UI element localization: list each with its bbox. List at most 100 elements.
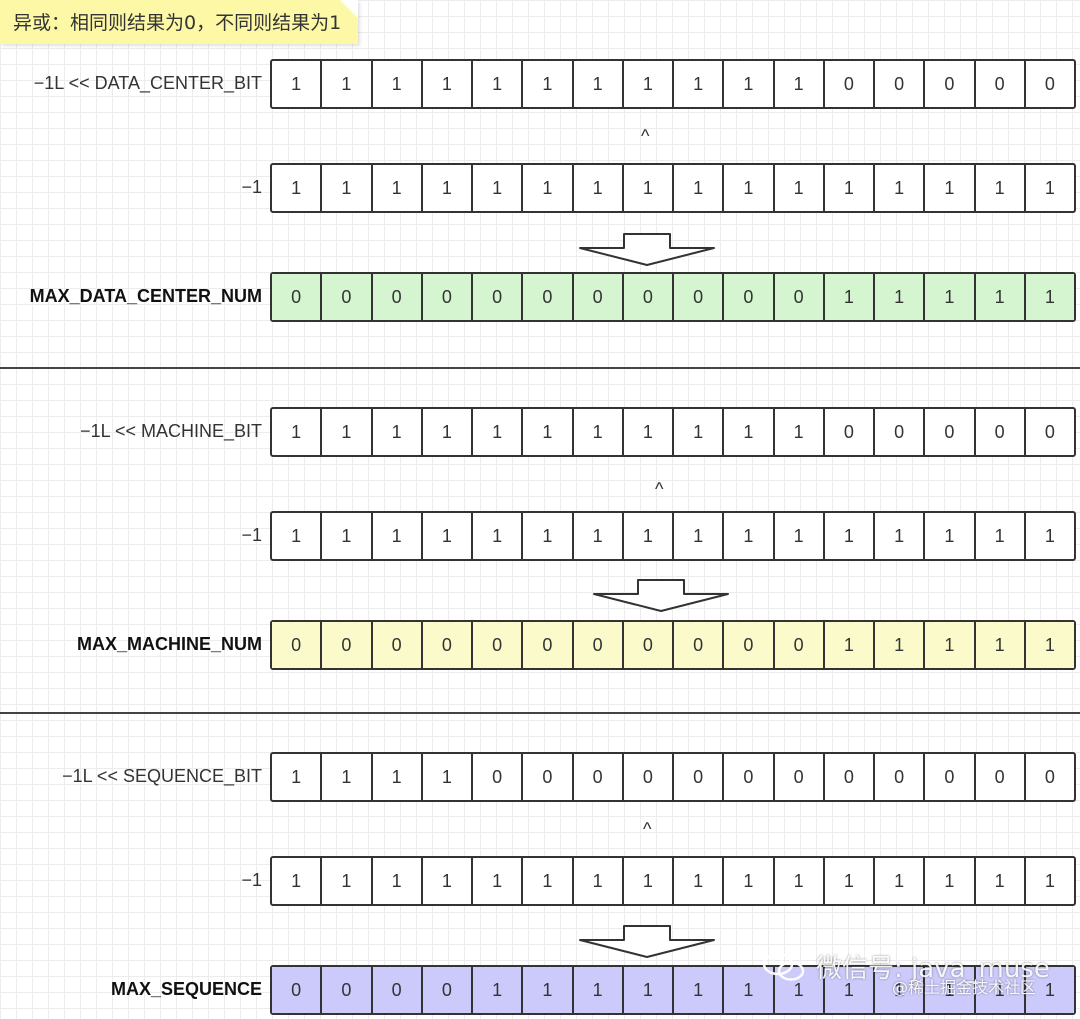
bit-cell: 1 xyxy=(925,858,976,904)
bit-cell: 1 xyxy=(523,967,574,1013)
bit-cell: 1 xyxy=(724,513,775,559)
bit-cell: 1 xyxy=(624,513,674,559)
bit-cell: 0 xyxy=(875,61,926,107)
bit-cell: 1 xyxy=(322,165,373,211)
bit-cell: 1 xyxy=(373,513,423,559)
bit-cell: 1 xyxy=(574,858,624,904)
section-divider xyxy=(0,367,1080,369)
bit-cell: 1 xyxy=(875,967,926,1013)
bit-cell: 0 xyxy=(473,274,524,320)
bit-cell: 0 xyxy=(422,967,473,1013)
bit-cell: 0 xyxy=(825,409,875,455)
bit-cell: 1 xyxy=(976,165,1026,211)
bit-cell: 1 xyxy=(975,274,1026,320)
bit-cell: 1 xyxy=(574,61,624,107)
bit-cell: 1 xyxy=(574,165,624,211)
bit-cell: 0 xyxy=(925,61,976,107)
bit-cell: 1 xyxy=(824,967,875,1013)
bit-cell: 1 xyxy=(322,754,373,800)
bit-cell: 1 xyxy=(373,754,423,800)
bit-cell: 1 xyxy=(925,513,976,559)
bit-cell: 0 xyxy=(775,754,825,800)
down-arrow-icon xyxy=(593,579,729,612)
bit-cell: 0 xyxy=(574,754,624,800)
row-label: −1 xyxy=(241,870,262,890)
bit-cell: 1 xyxy=(624,165,674,211)
bit-cell: 1 xyxy=(824,622,875,668)
bit-cell: 1 xyxy=(272,858,323,904)
bit-cell: 0 xyxy=(976,61,1026,107)
bit-cell: 1 xyxy=(523,61,574,107)
bit-cell: 1 xyxy=(624,61,674,107)
bit-cell: 1 xyxy=(674,409,725,455)
bit-cell: 1 xyxy=(674,858,725,904)
bit-cell: 1 xyxy=(523,409,574,455)
bit-cell: 1 xyxy=(724,858,775,904)
bit-cell: 1 xyxy=(674,61,725,107)
bit-cell: 1 xyxy=(573,967,624,1013)
bit-cell: 1 xyxy=(523,513,574,559)
bit-cell: 1 xyxy=(1044,870,1055,891)
bit-cell: 1 xyxy=(473,858,524,904)
bit-cell: 1 xyxy=(1025,274,1074,320)
bit-cell: 0 xyxy=(976,409,1026,455)
bit-cell: 1 xyxy=(1044,177,1055,198)
bit-cell: 1 xyxy=(423,165,473,211)
bit-cell: 1 xyxy=(724,967,775,1013)
bit-cell: 0 xyxy=(523,754,574,800)
bit-cell: 0 xyxy=(573,274,624,320)
bit-cell: 1 xyxy=(623,967,674,1013)
bit-cell: 0 xyxy=(825,754,875,800)
bit-cell: 1 xyxy=(473,409,524,455)
bit-cell: 1 xyxy=(775,513,825,559)
bit-cell: 1 xyxy=(825,165,875,211)
bit-cell: 1 xyxy=(624,858,674,904)
bit-cell: 1 xyxy=(875,858,926,904)
bit-cell: 0 xyxy=(623,622,674,668)
bit-cell: 1 xyxy=(975,622,1026,668)
watermark-main: 微信号: java_muse xyxy=(816,954,1050,984)
bit-cell: 0 xyxy=(674,754,725,800)
bit-cell: 0 xyxy=(875,754,926,800)
section-divider xyxy=(0,712,1080,714)
bit-cell: 0 xyxy=(272,274,323,320)
bit-cell: 1 xyxy=(825,513,875,559)
result-label: MAX_DATA_CENTER_NUM xyxy=(29,286,262,306)
bit-cell: 1 xyxy=(875,622,926,668)
bit-cell: 1 xyxy=(272,61,323,107)
bit-cell: 0 xyxy=(875,409,926,455)
bit-cell: 0 xyxy=(1044,73,1055,94)
bit-cell: 1 xyxy=(1025,967,1074,1013)
bit-cell: 0 xyxy=(523,274,574,320)
bit-cell: 1 xyxy=(423,754,473,800)
bit-cell: 1 xyxy=(674,513,725,559)
bit-cell: 1 xyxy=(925,165,976,211)
bit-cell: 1 xyxy=(925,622,976,668)
down-arrow-icon xyxy=(579,233,715,266)
bit-cell: 0 xyxy=(372,274,423,320)
bit-cell: 1 xyxy=(272,513,323,559)
bit-cell: 0 xyxy=(322,967,373,1013)
xor-operator: ^ xyxy=(641,126,650,146)
bit-cell: 0 xyxy=(372,967,423,1013)
bit-cell: 1 xyxy=(724,165,775,211)
bit-cell: 0 xyxy=(473,754,524,800)
row-label: −1 xyxy=(241,177,262,197)
bit-cell: 1 xyxy=(875,274,926,320)
bit-cell: 0 xyxy=(674,274,725,320)
bit-cell: 1 xyxy=(423,513,473,559)
bit-cell: 0 xyxy=(925,754,976,800)
bit-cell: 0 xyxy=(272,967,323,1013)
bit-cell: 1 xyxy=(373,61,423,107)
bit-cell: 0 xyxy=(1044,766,1055,787)
bit-cell: 1 xyxy=(976,513,1026,559)
bit-cell: 1 xyxy=(724,409,775,455)
bit-cell: 0 xyxy=(724,622,775,668)
bit-cell: 0 xyxy=(774,274,825,320)
bit-cell: 1 xyxy=(322,513,373,559)
bit-cell: 0 xyxy=(724,274,775,320)
bit-cell: 0 xyxy=(976,754,1026,800)
